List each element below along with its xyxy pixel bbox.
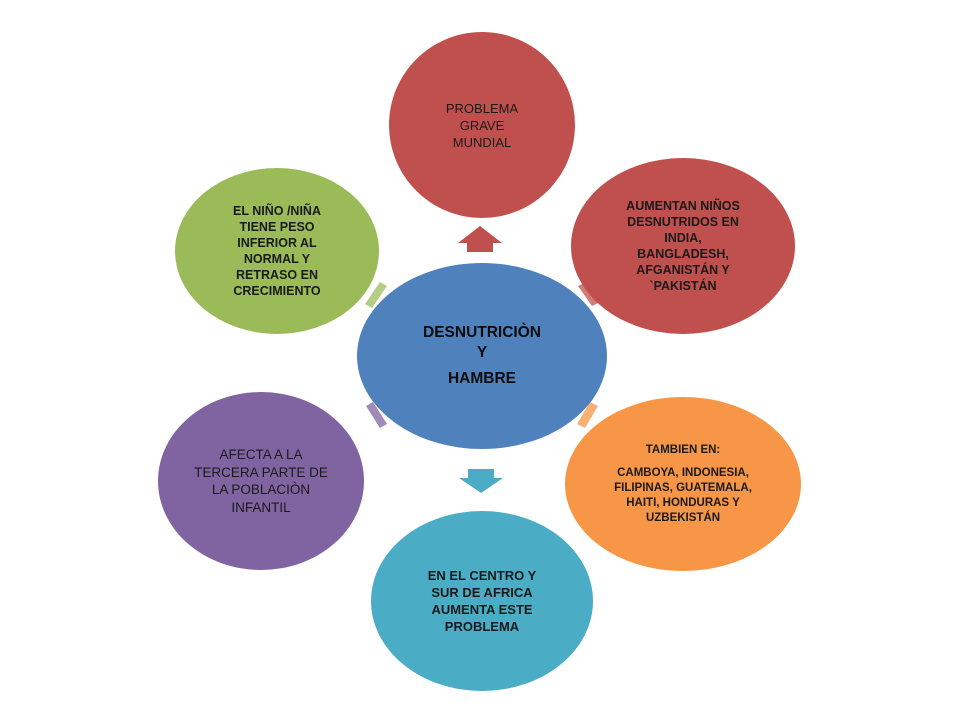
center-node-desnutricion-hambre: DESNUTRICIÒN Y HAMBRE — [357, 263, 607, 449]
node-line: INFERIOR AL — [237, 236, 317, 250]
node-line: GRAVE — [459, 117, 505, 133]
center-title-line1: DESNUTRICIÒN — [423, 324, 541, 341]
connector-center-to-population — [366, 402, 387, 428]
node-growth-effects: EL NIÑO /NIÑA TIENE PESO INFERIOR AL NOR… — [175, 168, 379, 334]
node-line: CAMBOYA, INDONESIA, — [617, 466, 749, 479]
node-line: MUNDIAL — [452, 134, 512, 150]
node-line: AFGANISTÁN Y — [636, 263, 730, 277]
node-problema-grave-mundial: PROBLEMA GRAVE MUNDIAL — [389, 32, 575, 218]
node-line: AUMENTA ESTE — [431, 602, 533, 617]
node-line: SUR DE AFRICA — [431, 585, 533, 600]
node-line: `PAKISTÁN — [649, 279, 717, 293]
arrow-up-to-problem — [458, 226, 502, 252]
center-title-line3: HAMBRE — [447, 370, 517, 387]
node-child-population: AFECTA A LA TERCERA PARTE DE LA POBLACIÒ… — [158, 392, 364, 570]
node-line: EN EL CENTRO Y — [427, 568, 537, 583]
node-line: AUMENTAN NIÑOS — [626, 199, 740, 213]
node-line: LA POBLACIÒN — [211, 482, 311, 497]
node-line: FILIPINAS, GUATEMALA, — [614, 481, 752, 494]
node-line: BANGLADESH, — [637, 247, 729, 261]
node-africa: EN EL CENTRO Y SUR DE AFRICA AUMENTA EST… — [371, 511, 593, 691]
arrow-down-to-africa — [459, 469, 503, 493]
center-title-line2: Y — [476, 344, 488, 361]
node-line: RETRASO EN — [236, 268, 318, 282]
node-line: AFECTA A LA — [219, 447, 303, 462]
node-asia-countries: AUMENTAN NIÑOS DESNUTRIDOS EN INDIA, BAN… — [571, 158, 795, 334]
node-line: PROBLEMA — [445, 100, 519, 116]
connector-center-to-other-countries — [577, 402, 598, 428]
node-line: TIENE PESO — [239, 220, 315, 234]
node-line: HAITI, HONDURAS Y — [626, 496, 740, 509]
node-other-countries: TAMBIEN EN: CAMBOYA, INDONESIA, FILIPINA… — [565, 397, 801, 571]
node-line: INFANTIL — [231, 499, 291, 515]
node-line: EL NIÑO /NIÑA — [233, 204, 321, 218]
node-line: NORMAL Y — [243, 252, 311, 266]
node-line: TERCERA PARTE DE — [194, 464, 328, 480]
connector-center-to-effects — [365, 282, 387, 308]
node-line: UZBEKISTÁN — [645, 511, 721, 524]
node-line: CRECIMIENTO — [233, 284, 321, 298]
node-line: INDIA, — [664, 231, 702, 245]
node-line: PROBLEMA — [444, 619, 520, 634]
node-heading: TAMBIEN EN: — [645, 443, 721, 456]
node-line: DESNUTRIDOS EN — [627, 215, 739, 229]
